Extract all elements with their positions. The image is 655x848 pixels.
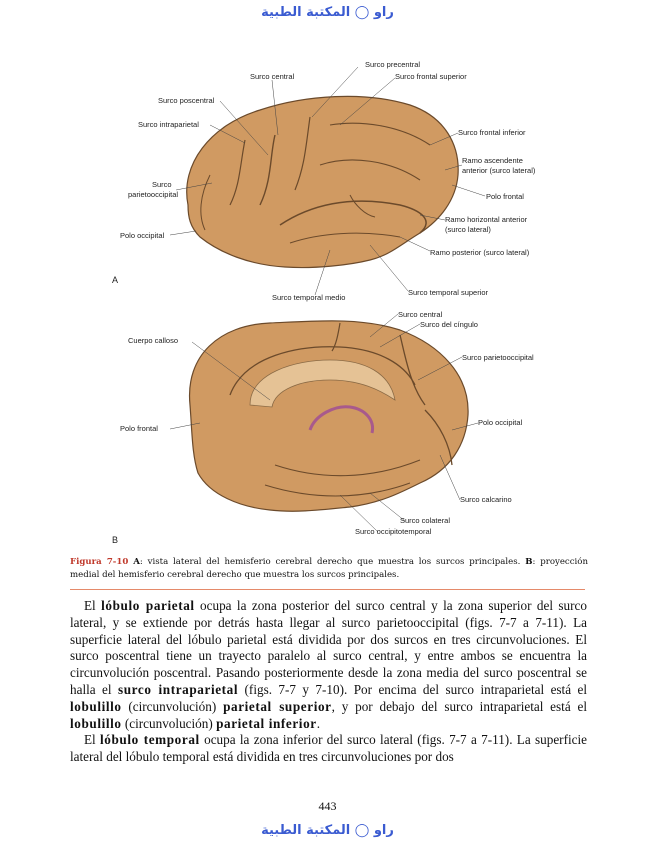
label-surco-parietooccipital-a2: parietooccipital: [128, 190, 178, 199]
body-text: El lóbulo parietal ocupa la zona posteri…: [70, 598, 587, 766]
label-ramo-horizontal-1: Ramo horizontal anterior: [445, 215, 528, 224]
text-run: (circunvolución): [121, 698, 224, 714]
term-lobulillo: lobulillo: [70, 715, 122, 731]
lateral-hemisphere-shape: [186, 95, 459, 269]
label-surco-colateral: Surco colateral: [400, 516, 450, 525]
term-surco-intraparietal: surco intraparietal: [117, 681, 239, 697]
label-surco-temporal-medio: Surco temporal medio: [272, 293, 345, 302]
label-polo-occipital-a: Polo occipital: [120, 231, 165, 240]
text-run: (circunvolución): [121, 715, 217, 731]
lateral-brain-view: Surco central Surco precentral Surco fro…: [112, 60, 536, 302]
medial-brain-view: Surco central Surco del cíngulo Cuerpo c…: [112, 310, 534, 545]
label-surco-frontal-superior: Surco frontal superior: [395, 72, 467, 81]
label-surco-parietooccipital-a1: Surco: [152, 180, 172, 189]
footer-watermark: ﺭﺍﻭ ◯ ﺍﻟﻤﻜﺘﺒﺔ ﺍﻟﻄﺒﻴﺔ: [261, 823, 394, 838]
label-ramo-ascendente-2: anterior (surco lateral): [462, 166, 536, 175]
caption-marker-a: A: [133, 557, 140, 567]
label-polo-frontal-a: Polo frontal: [486, 192, 524, 201]
label-polo-frontal-b: Polo frontal: [120, 424, 158, 433]
term-parietal-superior: parietal superior: [223, 698, 332, 714]
term-parietal-inferior: parietal inferior: [216, 715, 317, 731]
label-polo-occipital-b: Polo occipital: [478, 418, 523, 427]
text-run: El: [84, 732, 101, 748]
label-ramo-horizontal-2: (surco lateral): [445, 225, 491, 234]
term-lobulillo: lobulillo: [70, 698, 122, 714]
text-run: (figs. 7-7 y 7-10). Por encima del surco…: [238, 681, 588, 697]
label-surco-poscentral-a: Surco poscentral: [158, 96, 215, 105]
text-run: El: [84, 598, 102, 613]
paragraph-parietal: El lóbulo parietal ocupa la zona posteri…: [70, 598, 587, 732]
caption-marker-b: B: [525, 557, 533, 567]
term-lobulo-parietal: lóbulo parietal: [101, 598, 195, 613]
page-number: 443: [318, 799, 337, 813]
label-surco-occipitotemporal: Surco occipitotemporal: [355, 527, 432, 536]
term-lobulo-temporal: lóbulo temporal: [100, 732, 200, 748]
caption-figure-number: Figura 7-10: [70, 557, 129, 567]
paragraph-temporal: El lóbulo temporal ocupa la zona inferio…: [70, 732, 587, 766]
label-surco-central-a: Surco central: [250, 72, 295, 81]
panel-label-b: B: [112, 535, 118, 545]
label-surco-central-b: Surco central: [398, 310, 443, 319]
label-surco-precentral-a: Surco precentral: [365, 60, 420, 69]
caption-divider: [70, 589, 585, 590]
text-run: .: [316, 715, 321, 731]
label-ramo-posterior: Ramo posterior (surco lateral): [430, 248, 530, 257]
label-surco-intraparietal: Surco intraparietal: [138, 120, 199, 129]
label-surco-frontal-inferior: Surco frontal inferior: [458, 128, 526, 137]
caption-text-a: : vista lateral del hemisferio cerebral …: [139, 557, 526, 567]
text-run: ocupa la zona inferior del surco lateral…: [70, 732, 587, 765]
label-surco-calcarino: Surco calcarino: [460, 495, 512, 504]
header-watermark: ﺭﺍﻭ ◯ ﺍﻟﻤﻜﺘﺒﺔ ﺍﻟﻄﺒﻴﺔ: [261, 5, 394, 20]
caption-text-b: : proyección medial del hemisferio cereb…: [70, 557, 589, 580]
label-surco-cingulo: Surco del cíngulo: [420, 320, 478, 329]
brain-figure: Surco central Surco precentral Surco fro…: [112, 60, 536, 545]
label-cuerpo-calloso: Cuerpo calloso: [128, 336, 178, 345]
label-ramo-ascendente-1: Ramo ascendente: [462, 156, 523, 165]
panel-label-a: A: [112, 275, 118, 285]
text-run: ocupa la zona posterior del surco centra…: [70, 598, 587, 697]
figure-caption: Figura 7-10 A: vista lateral del hemisfe…: [70, 556, 588, 582]
label-surco-parietooccipital-b: Surco parietooccipital: [462, 353, 534, 362]
label-surco-temporal-superior: Surco temporal superior: [408, 288, 489, 297]
medial-hemisphere-shape: [188, 320, 469, 512]
text-run: , y por debajo del surco intraparietal e…: [331, 698, 587, 714]
